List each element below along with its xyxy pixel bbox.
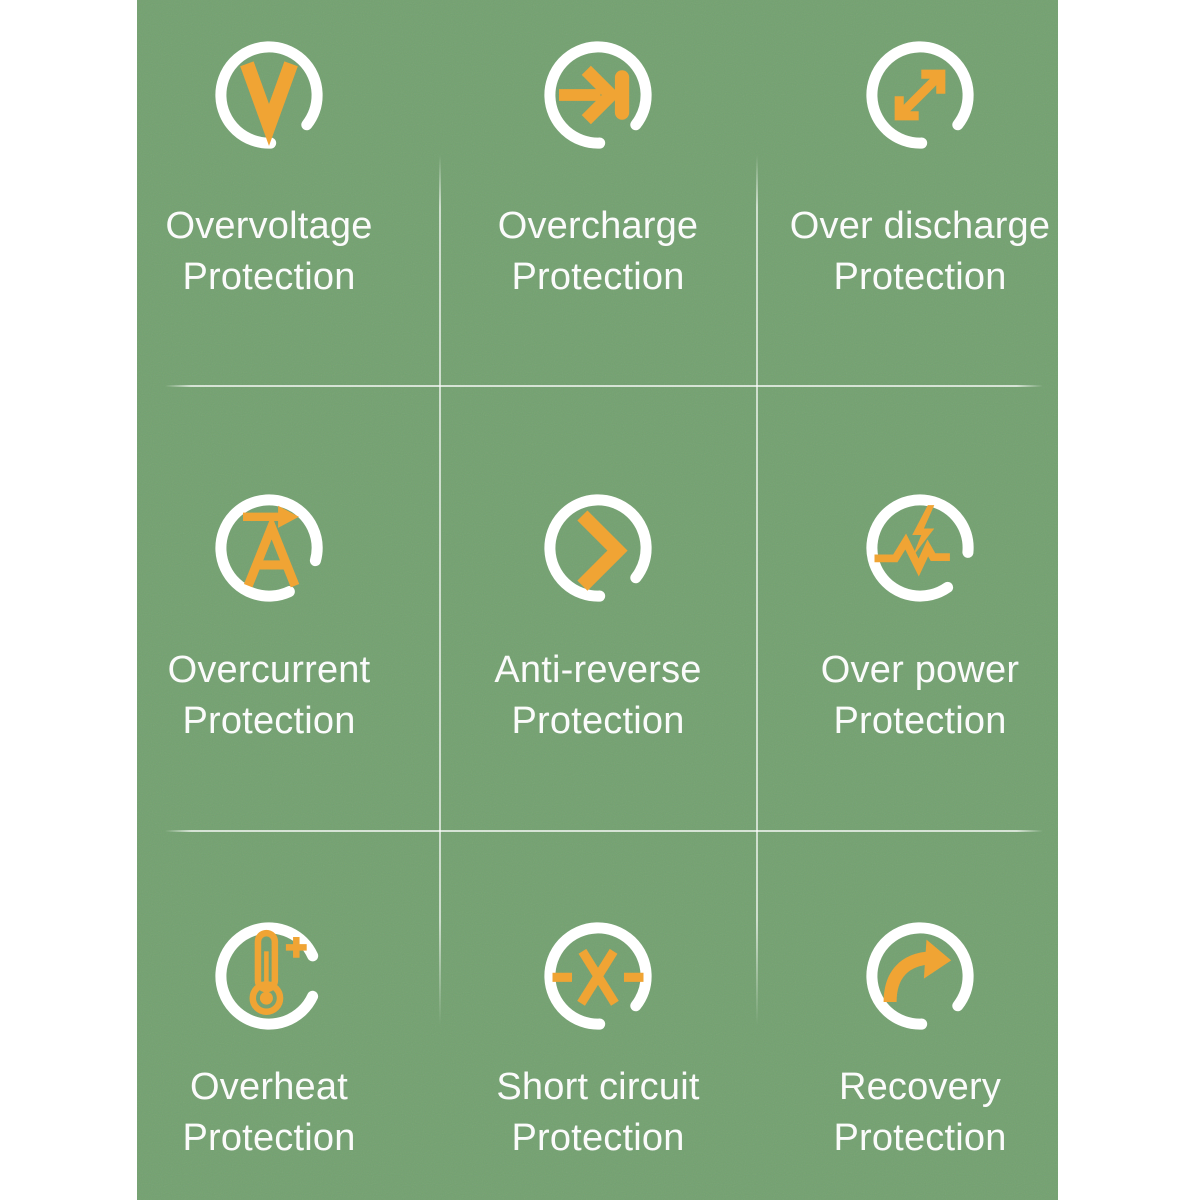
- chevron-right-icon: [544, 494, 652, 602]
- discharge-arrows-icon: [866, 41, 974, 149]
- feature-label-line1: Short circuit: [496, 1066, 700, 1108]
- feature-label-line2: Protection: [182, 1117, 356, 1159]
- feature-label: Overcurrent Protection: [114, 645, 424, 747]
- feature-label-line1: Recovery: [838, 1066, 1002, 1108]
- crossed-x-icon: [544, 922, 652, 1030]
- feature-label: Overvoltage Protection: [114, 201, 424, 303]
- feature-label-line2: Protection: [833, 700, 1007, 742]
- grid-divider-horizontal-bottom: [165, 830, 1043, 832]
- voltage-v-icon: [215, 41, 323, 149]
- thermometer-plus-icon: [215, 922, 323, 1030]
- feature-recovery-protection: Recovery Protection: [765, 911, 1075, 1164]
- feature-label-line1: Overcharge: [497, 205, 699, 247]
- feature-over-discharge-protection: Over discharge Protection: [765, 30, 1075, 303]
- feature-label: Over discharge Protection: [765, 201, 1075, 303]
- feature-label-line1: Over power: [820, 649, 1020, 691]
- feature-label: Overheat Protection: [114, 1062, 424, 1164]
- feature-label: Overcharge Protection: [443, 201, 753, 303]
- feature-anti-reverse-protection: Anti-reverse Protection: [443, 483, 753, 747]
- recovery-arrow-icon: [866, 922, 974, 1030]
- feature-overcharge-protection: Overcharge Protection: [443, 30, 753, 303]
- feature-short-circuit-protection: Short circuit Protection: [443, 911, 753, 1164]
- power-pulse-icon: [866, 494, 974, 602]
- feature-label-line2: Protection: [511, 256, 685, 298]
- feature-label-line2: Protection: [833, 1117, 1007, 1159]
- charge-in-arrow-icon: [544, 41, 652, 149]
- feature-overvoltage-protection: Overvoltage Protection: [114, 30, 424, 303]
- feature-label-line2: Protection: [182, 700, 356, 742]
- feature-label: Recovery Protection: [765, 1062, 1075, 1164]
- feature-overheat-protection: Overheat Protection: [114, 911, 424, 1164]
- feature-label-line2: Protection: [833, 256, 1007, 298]
- feature-label: Anti-reverse Protection: [443, 645, 753, 747]
- feature-label-line2: Protection: [182, 256, 356, 298]
- feature-label-line1: Anti-reverse: [494, 649, 702, 691]
- feature-label: Short circuit Protection: [443, 1062, 753, 1164]
- feature-label-line1: Overheat: [190, 1066, 348, 1108]
- feature-over-power-protection: Over power Protection: [765, 483, 1075, 747]
- feature-label-line2: Protection: [511, 1117, 685, 1159]
- feature-label-line1: Over discharge: [789, 205, 1051, 247]
- grid-divider-vertical-right: [756, 155, 758, 1025]
- feature-label: Over power Protection: [765, 645, 1075, 747]
- feature-label-line2: Protection: [511, 700, 685, 742]
- grid-divider-vertical-left: [439, 155, 441, 1025]
- ampere-arrow-icon: [215, 494, 323, 602]
- feature-label-line1: Overvoltage: [165, 205, 373, 247]
- feature-overcurrent-protection: Overcurrent Protection: [114, 483, 424, 747]
- feature-label-line1: Overcurrent: [167, 649, 371, 691]
- grid-divider-horizontal-top: [165, 385, 1043, 387]
